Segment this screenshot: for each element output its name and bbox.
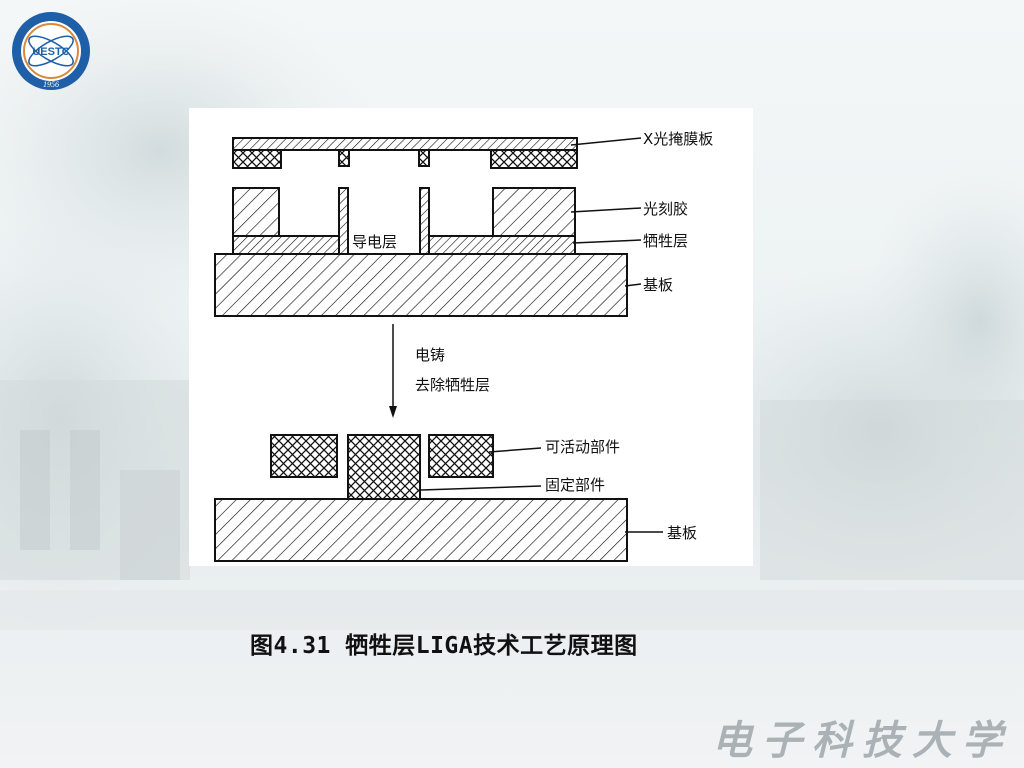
label-xray-mask: X光掩膜板 [643,130,713,148]
process-step-electroforming: 电铸 [415,346,445,364]
movable-parts [270,434,494,478]
logo-year: 1956 [43,80,59,89]
university-logo: UESTC 1956 [12,12,90,90]
label-substrate-bottom: 基板 [667,524,697,542]
figure-caption: 图4.31 牺牲层LIGA技术工艺原理图 [250,633,638,659]
label-fixed-part: 固定部件 [545,476,605,494]
substrate-bottom [214,498,628,562]
label-photoresist: 光刻胶 [643,200,688,218]
label-conductive-layer: 导电层 [352,233,397,251]
substrate-top [214,253,628,317]
xray-mask [232,137,578,169]
label-sacrificial-layer: 牺牲层 [643,232,688,250]
label-movable-part: 可活动部件 [545,438,620,456]
logo-text: UESTC [32,46,69,58]
leader-lines-top [570,137,642,287]
process-arrow [389,324,397,418]
leader-lines-bottom [420,447,663,533]
fixed-part [347,434,421,500]
process-step-remove-sacrificial: 去除牺牲层 [415,376,490,394]
liga-process-diagram: X光掩膜板 光刻胶 牺牲层 基板 导电层 电铸 去除牺牲层 可活动部件 固定部件… [189,108,753,566]
label-substrate-top: 基板 [643,276,673,294]
university-watermark: 电子科技大学 [712,717,1012,764]
